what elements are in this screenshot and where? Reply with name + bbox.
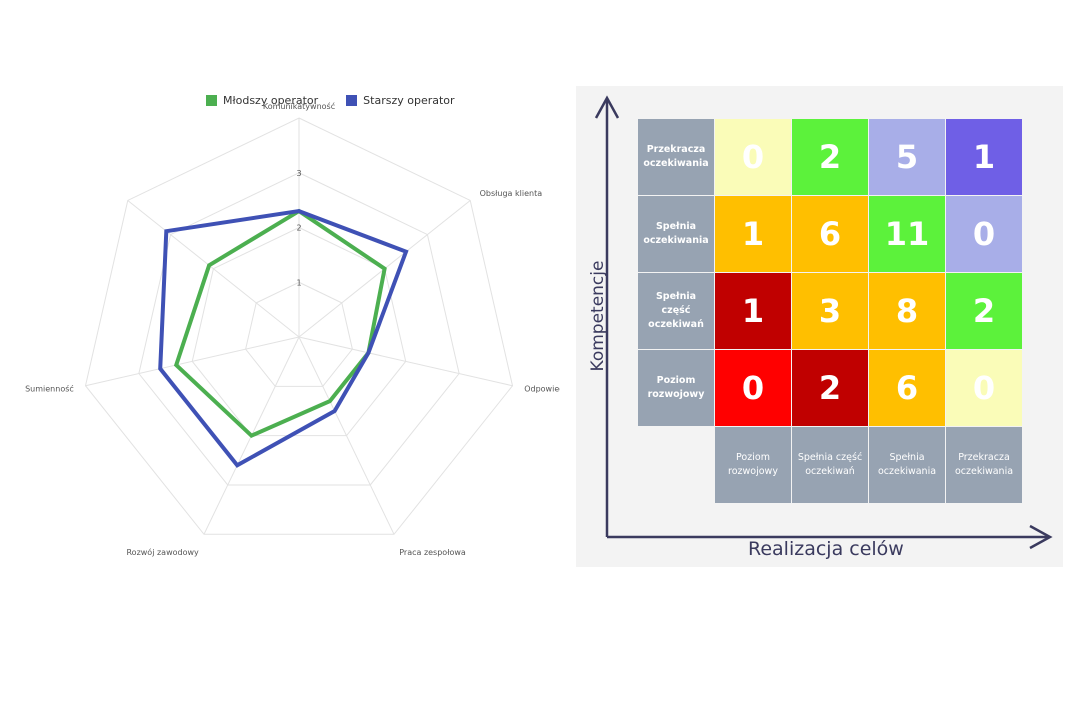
matrix-cell-3-1: 2 [792,350,868,426]
matrix-cell-2-2: 8 [869,273,945,349]
row-header-1: Spełnia oczekiwania [638,196,714,272]
grid-ring-1 [245,281,353,387]
legend-swatch-senior [346,95,358,106]
matrix-cell-2-1: 3 [792,273,868,349]
legend-item-junior[interactable]: Młodszy operator [206,94,318,107]
series-line-1 [158,209,409,468]
matrix-cell-0-3: 1 [946,119,1022,195]
radar-legend: Młodszy operator Starszy operator [206,94,455,107]
col-header-0: Poziom rozwojowy [715,427,791,503]
series-line-0 [173,208,387,439]
grid-spoke-5 [85,336,300,387]
matrix-axes [594,95,1053,550]
grid-ring-2 [191,226,407,437]
series-0-point-6 [207,263,211,267]
matrix-cell-0-0: 0 [715,119,791,195]
series-0-point-3 [328,399,332,403]
matrix-cell-3-2: 6 [869,350,945,426]
series-0-point-4 [249,434,253,438]
col-header-1: Spełnia część oczekiwań [792,427,868,503]
axis-label-4: Rozwój zawodowy [126,547,199,557]
radar-chart: Młodszy operator Starszy operator 1 2 3 Kom… [0,0,560,600]
matrix-cell-1-3: 0 [946,196,1022,272]
col-header-2: Spełnia oczekiwania [869,427,945,503]
axis-label-5: Sumienność [25,383,74,393]
series-1-point-6 [164,229,168,233]
matrix-cell-3-0: 0 [715,350,791,426]
series-1-point-1 [404,250,408,254]
row-header-3: Poziom rozwojowy [638,350,714,426]
matrix-cell-2-3: 2 [946,273,1022,349]
axis-label-1: Obsługa klienta [480,189,543,198]
matrix-cell-2-0: 1 [715,273,791,349]
matrix-cell-0-1: 2 [792,119,868,195]
matrix-cell-3-3: 0 [946,350,1022,426]
tick-label-3: 3 [296,169,301,178]
legend-label-senior: Starszy operator [363,94,455,107]
series-1-point-4 [235,463,239,467]
y-axis-title: Kompetencje [588,260,608,372]
series-1-point-5 [158,367,162,371]
matrix-cell-1-1: 6 [792,196,868,272]
x-axis-arrow [1029,524,1053,550]
row-header-2: Spełnia część oczekiwań [638,273,714,349]
grid-ring-4 [84,117,514,535]
grid-spoke-2 [298,336,513,387]
axis-label-3: Praca zespołowa [399,548,466,557]
series-1-point-2 [366,351,370,355]
legend-label-junior: Młodszy operator [223,94,319,107]
series-1-point-0 [297,209,301,213]
tick-label-2: 2 [296,224,301,233]
legend-swatch-junior [206,95,217,106]
grid-spoke-3 [298,336,395,535]
matrix-cell-0-2: 5 [869,119,945,195]
tick-label-1: 1 [296,278,301,287]
series-0-point-5 [174,363,178,367]
matrix-cell-1-2: 11 [869,196,945,272]
y-axis-arrow [594,95,620,119]
grid-spoke-6 [127,200,300,338]
axis-label-0: Komunikatywność [263,101,335,111]
matrix-cell-1-0: 1 [715,196,791,272]
col-header-3: Przekracza oczekiwania [946,427,1022,503]
axis-label-2: Odpowiedzialność [524,383,560,393]
series-0-point-1 [383,267,387,271]
legend-item-senior[interactable]: Starszy operator [346,94,455,107]
series-1-point-3 [333,409,337,413]
row-header-0: Przekracza oczekiwania [638,119,714,195]
x-axis-title: Realizacja celów [748,538,904,560]
